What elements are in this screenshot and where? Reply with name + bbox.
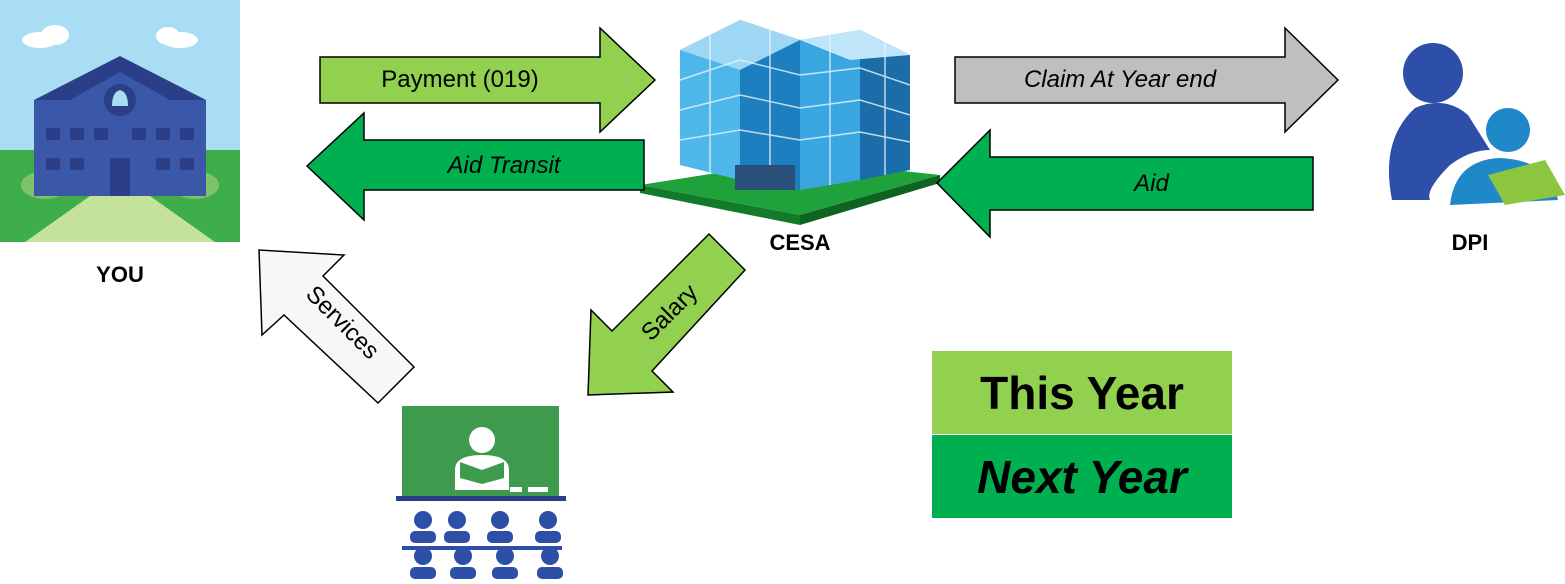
payment-arrow-label: Payment (019) <box>381 66 539 93</box>
salary-arrow <box>587 232 747 396</box>
dpi-logo-icon <box>1388 43 1565 205</box>
cesa-label: CESA <box>769 230 831 255</box>
classroom-teacher-students-icon <box>396 406 566 579</box>
aid-arrow-label: Aid <box>1134 170 1169 197</box>
dpi-label: DPI <box>1451 230 1489 255</box>
legend-next-year: Next Year <box>932 435 1232 518</box>
claim-arrow-label: Claim At Year end <box>1023 66 1217 93</box>
services-arrow <box>258 249 416 405</box>
you-label: YOU <box>96 262 144 287</box>
office-building-icon <box>640 20 940 225</box>
payment-arrow <box>319 26 657 134</box>
aid-transit-arrow-label: Aid Transit <box>447 152 561 179</box>
school-building-icon <box>0 0 240 242</box>
aid-transit-arrow <box>305 111 645 222</box>
aid-arrow <box>935 128 1314 239</box>
legend-this-year: This Year <box>932 351 1232 434</box>
claim-arrow <box>954 26 1340 134</box>
